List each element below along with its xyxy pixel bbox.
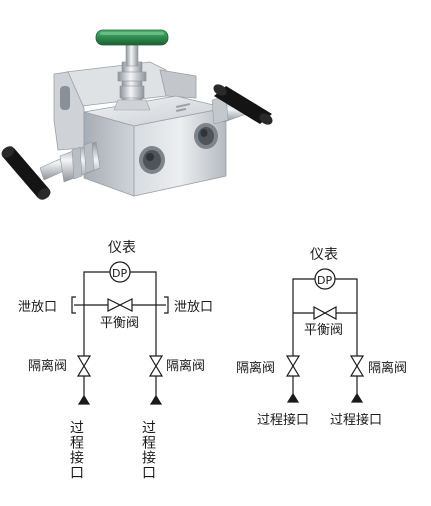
- isolation-left-label: 隔离阀: [28, 358, 67, 374]
- green-handle-icon: [95, 29, 169, 46]
- black-handle-icon: [1, 146, 51, 200]
- instrument-label: 仪表: [310, 247, 338, 263]
- isolation-left-label: 隔离阀: [236, 360, 275, 376]
- isolation-valve-icon: [349, 355, 365, 377]
- process-port-icon: [194, 123, 218, 149]
- dp-symbol: DP: [112, 267, 127, 280]
- isolation-right-label: 隔离阀: [368, 360, 407, 376]
- instrument-label: 仪表: [108, 240, 136, 256]
- balance-valve-stem: [113, 43, 151, 111]
- process-arrow-icon: [149, 394, 163, 405]
- balance-valve-label: 平衡阀: [304, 323, 343, 338]
- process-arrow-icon: [350, 392, 364, 403]
- engraving-marks: [175, 103, 191, 112]
- left-valve-stem: [39, 141, 101, 183]
- process-arrow-icon: [286, 392, 300, 403]
- dp-instrument-icon: DP: [314, 268, 336, 290]
- left-schematic: 仪表 DP: [71, 240, 169, 405]
- process-right-label: 过程接口: [140, 420, 156, 480]
- dp-symbol: DP: [317, 274, 332, 287]
- vent-left-label: 泄放口: [18, 300, 57, 315]
- process-port-icon: [139, 146, 165, 174]
- balance-valve-label: 平衡阀: [100, 316, 139, 331]
- isolation-valve-icon: [148, 355, 164, 377]
- balance-valve-icon: [313, 305, 337, 321]
- product-photo: [1, 29, 273, 200]
- black-handle-icon: [213, 84, 273, 125]
- process-right-label: 过程接口: [330, 412, 382, 428]
- isolation-right-label: 隔离阀: [166, 358, 205, 374]
- process-arrow-icon: [77, 394, 91, 405]
- process-left-label: 过程接口: [257, 412, 309, 428]
- dp-instrument-icon: DP: [109, 261, 131, 283]
- vent-right-label: 泄放口: [174, 300, 213, 315]
- isolation-valve-icon: [285, 355, 301, 377]
- balance-valve-icon: [107, 298, 133, 312]
- isolation-valve-icon: [76, 355, 92, 377]
- process-left-label: 过程接口: [68, 420, 84, 480]
- right-schematic: 仪表 DP: [285, 247, 365, 403]
